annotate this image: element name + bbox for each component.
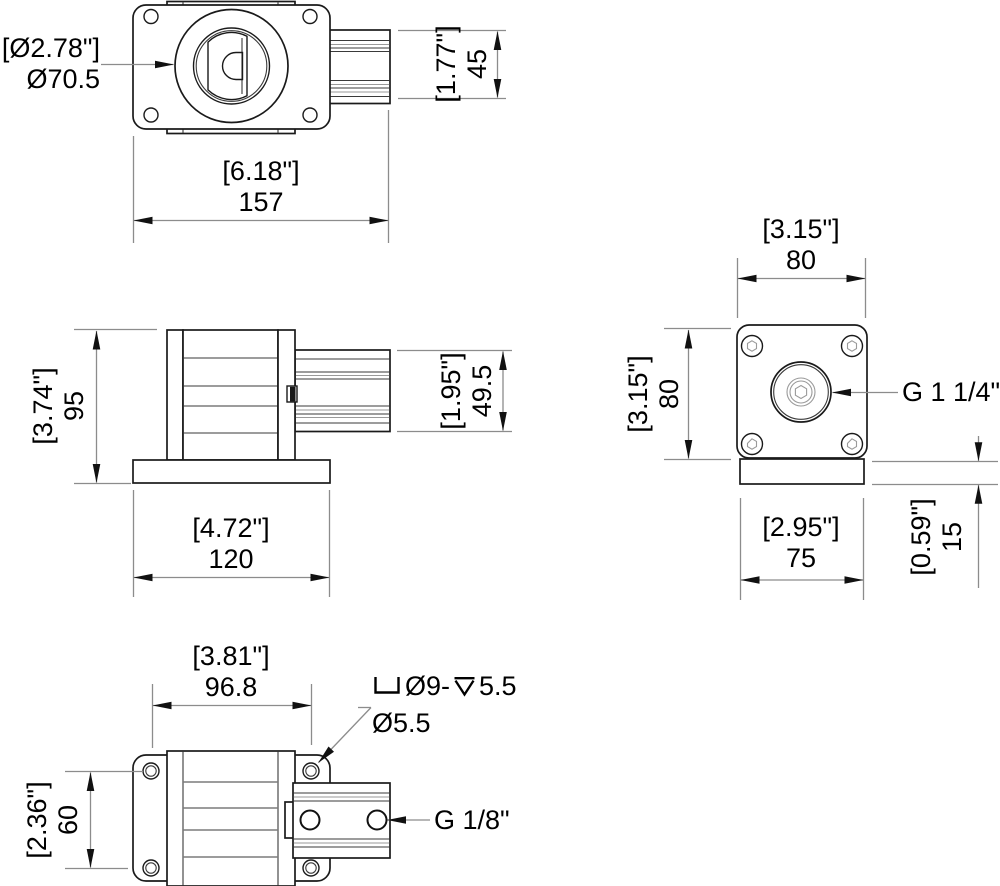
front-connector (294, 349, 391, 433)
counterbore-depth: 5.5 (479, 671, 517, 701)
front-connector-height-dim: [1.95"] 49.5 (436, 352, 498, 429)
shaft-key (221, 51, 244, 81)
side-flange-height-dim: [3.15"] 80 (623, 355, 685, 432)
socket-screw (740, 334, 764, 358)
top-connector-height-dim: [1.77"] 45 (431, 25, 493, 102)
port-boss (770, 361, 832, 423)
bottom-hole-spacing-x-dim: [3.81"] 96.8 (192, 641, 269, 703)
dim-imperial: [Ø2.78"] (1, 33, 100, 63)
dim-imperial: [0.59"] (906, 498, 936, 576)
dim-metric: 75 (785, 543, 817, 573)
dim-imperial: [1.95"] (436, 352, 466, 430)
top-bore-dia-dim: [Ø2.78"] Ø70.5 (0, 33, 100, 95)
dim-imperial: [3.15"] (762, 214, 840, 244)
dim-imperial: [2.95"] (762, 512, 840, 542)
counterbore-note-line1: Ø9- 5.5 (372, 671, 517, 701)
dim-imperial: [3.74"] (28, 367, 58, 445)
top-overall-width-dim: [6.18"] 157 (222, 156, 299, 218)
pilot-boss-circle (174, 8, 289, 124)
dim-metric: Ø70.5 (26, 64, 100, 94)
dim-imperial: [2.36"] (22, 781, 52, 859)
dim-metric: 45 (462, 48, 492, 80)
side-flange-width-dim: [3.15"] 80 (762, 214, 839, 276)
socket-screw (840, 432, 864, 456)
top-view (101, 0, 506, 243)
dim-metric: 157 (238, 187, 284, 217)
through-hole-text: Ø5.5 (372, 708, 431, 738)
dim-metric: 95 (59, 390, 89, 422)
front-base-width-dim: [4.72"] 120 (192, 513, 269, 575)
dim-metric: 120 (208, 544, 254, 574)
gear-stack (182, 329, 279, 461)
depth-icon (454, 676, 475, 697)
dim-imperial: [3.15"] (623, 355, 653, 433)
shaft-profile (207, 31, 248, 101)
dim-imperial: [3.81"] (192, 641, 270, 671)
dim-metric: 15 (937, 521, 967, 553)
dim-metric: 96.8 (204, 672, 258, 702)
top-bolt-hole (302, 107, 318, 123)
counterbore-icon (374, 677, 400, 694)
bottom-port-label: G 1/8" (434, 805, 510, 835)
side-base-width-dim: [2.95"] 75 (762, 512, 839, 574)
bottom-body (166, 750, 296, 886)
top-bolt-hole (143, 107, 159, 123)
dim-metric: 60 (53, 804, 83, 836)
dim-metric: 80 (785, 245, 817, 275)
top-bolt-hole (302, 8, 318, 25)
side-view (664, 258, 998, 600)
socket-screw (740, 432, 764, 456)
socket-screw (840, 334, 864, 358)
dim-metric: 49.5 (467, 364, 497, 418)
dim-imperial: [1.77"] (431, 25, 461, 103)
front-view (74, 328, 512, 597)
bottom-view (65, 684, 430, 886)
side-base (739, 458, 865, 485)
g18-port (366, 809, 388, 831)
cbore-leader (318, 707, 372, 763)
top-bolt-hole (143, 8, 159, 25)
counterbore-text: Ø9- (405, 671, 451, 701)
side-port-label: G 1 1/4" (902, 377, 1000, 407)
front-base (132, 459, 331, 484)
dim-imperial: [4.72"] (192, 513, 270, 543)
counterbore-note: Ø9- 5.5 Ø5.5 (372, 671, 517, 738)
dim-imperial: [6.18"] (222, 156, 300, 186)
g18-port (299, 809, 321, 831)
bottom-hole-spacing-y-dim: [2.36"] 60 (22, 781, 84, 858)
dim-metric: 80 (654, 378, 684, 410)
front-overall-height-dim: [3.74"] 95 (28, 367, 90, 444)
side-base-height-dim: [0.59"] 15 (906, 498, 968, 575)
